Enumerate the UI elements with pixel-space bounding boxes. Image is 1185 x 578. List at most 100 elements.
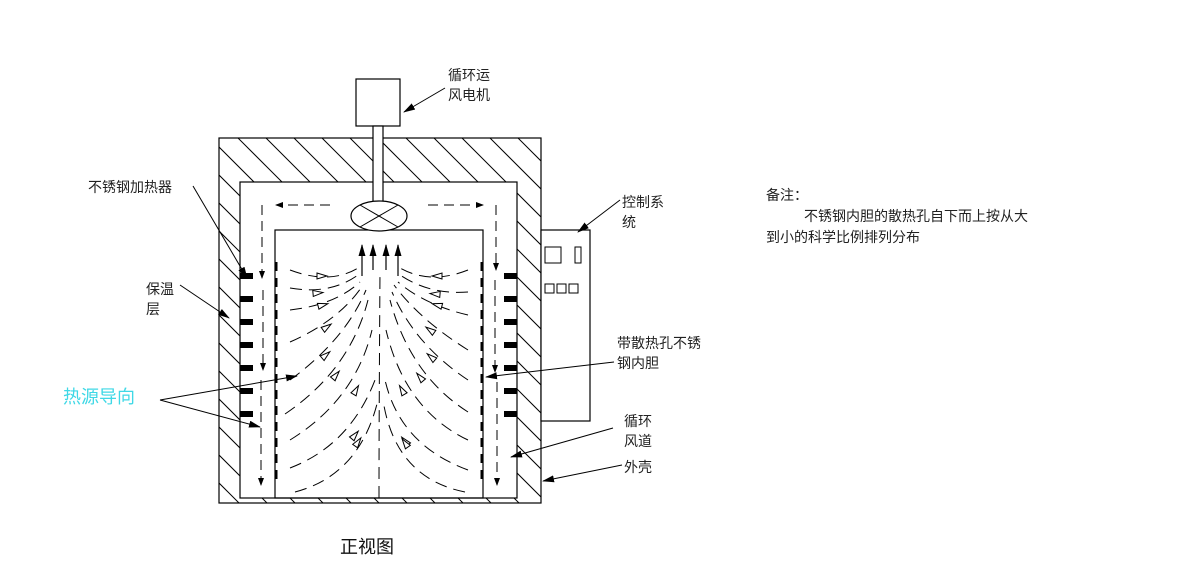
label-motor-line2: 风电机 [448,88,490,104]
hatch-line [948,120,1185,540]
label-heater: 不锈钢加热器 [88,180,172,196]
airflow-arrowhead-icon [320,323,333,334]
hatch-line [976,120,1185,540]
airflow-curve [385,329,469,441]
airflow-curve [289,289,367,381]
label-shell: 外壳 [624,460,652,476]
inner-airflow-curves [284,267,469,499]
heater-element [504,388,517,394]
inner-airflow-arrowheads [312,272,444,450]
hatch-line [864,120,1185,540]
airflow-arrowhead-icon [430,272,443,280]
airflow-curve [384,379,469,471]
airflow-arrowhead-icon [428,290,441,299]
heater-element [504,365,517,371]
heater-element [240,365,253,371]
label-liner-line2: 钢内胆 [617,356,659,372]
label-motor: 循环运 风电机 [448,66,490,106]
control-button [556,283,567,294]
central-upflow-arrows [358,244,402,276]
note-line2: 到小的科学比例排列分布 [766,230,920,246]
airflow-curve [399,267,469,278]
airflow-curve [289,329,373,441]
hatch-line [471,138,541,503]
heater-element [240,388,253,394]
airflow-curve [391,291,469,381]
airflow-curve [389,299,469,413]
airflow-arrowhead-icon [329,369,341,382]
leader-insulation [179,284,230,319]
label-duct-line1: 循环 [624,414,652,430]
control-button [568,283,579,294]
airflow-arrowhead-icon [348,429,360,442]
airflow-curve [289,379,376,469]
hatch-line [780,120,1185,540]
airflow-curve [289,267,359,278]
figure-title: 正视图 [340,537,394,558]
heater-element [240,296,253,302]
label-insulation: 保温 层 [146,280,174,320]
airflow-arrowhead-icon [316,272,329,280]
hatch-line [724,120,1144,540]
label-insulation-line1: 保温 [146,282,174,298]
airflow-arrowhead-icon [424,326,437,337]
airflow-arrowhead-icon [350,384,360,397]
label-control-line1: 控制系 [622,195,664,211]
heater-element [504,411,517,417]
heaters-right [504,273,517,417]
control-button [544,283,555,294]
note-heading: 备注： [766,188,808,204]
airflow-arrowhead-icon [401,437,412,450]
leader-heater [192,185,248,279]
hatch-line [892,120,1185,540]
hatch-line [808,120,1185,540]
label-inner-liner: 带散热孔不锈 钢内胆 [617,334,701,374]
airflow-arrowhead-icon [425,352,438,364]
airflow-curve [397,281,469,316]
hatch-line [527,138,541,503]
airflow-curve [294,399,379,493]
hatch-line [696,120,1116,540]
airflow-arrowhead-icon [351,436,362,449]
note-line1: 不锈钢内胆的散热孔自下而上按从大 [804,209,1028,225]
heater-element [240,342,253,348]
leader-lines [159,87,623,483]
airflow-curve [378,269,381,499]
heater-element [504,342,517,348]
hatch-line [1088,120,1185,540]
control-indicator [574,246,582,264]
label-duct-line2: 风道 [624,434,652,450]
note-block: 备注： 不锈钢内胆的散热孔自下而上按从大 到小的科学比例排列分布 [766,186,1028,249]
hatch-line [1060,120,1185,540]
label-control-line2: 统 [622,215,636,231]
circulation-fan-motor [355,78,401,127]
label-insulation-line2: 层 [146,302,160,318]
airflow-curve [289,281,361,311]
leader-heat-dir-2 [159,399,261,428]
airflow-arrowhead-icon [430,302,444,310]
hatch-line [752,120,1172,540]
control-display [544,246,562,264]
airflow-curve [382,399,466,493]
hatch-line [1004,120,1185,540]
leader-motor [403,87,446,113]
airflow-curve [289,284,364,343]
heater-element [504,296,517,302]
label-motor-line1: 循环运 [448,68,490,84]
label-air-duct: 循环 风道 [624,412,652,452]
hatch-line [920,120,1185,540]
airflow-curve [393,284,469,351]
leader-liner [485,361,615,380]
heater-element [240,411,253,417]
airflow-arrowhead-icon [312,289,325,298]
hatch-line [640,120,1060,540]
heater-element [504,273,517,279]
heater-element [504,319,517,325]
control-system-box [540,229,591,422]
hatch-line [836,120,1185,540]
fan-icon [350,200,408,232]
airflow-arrowhead-icon [319,350,332,362]
hatch-line [556,120,976,540]
hatch-line [1032,120,1185,540]
